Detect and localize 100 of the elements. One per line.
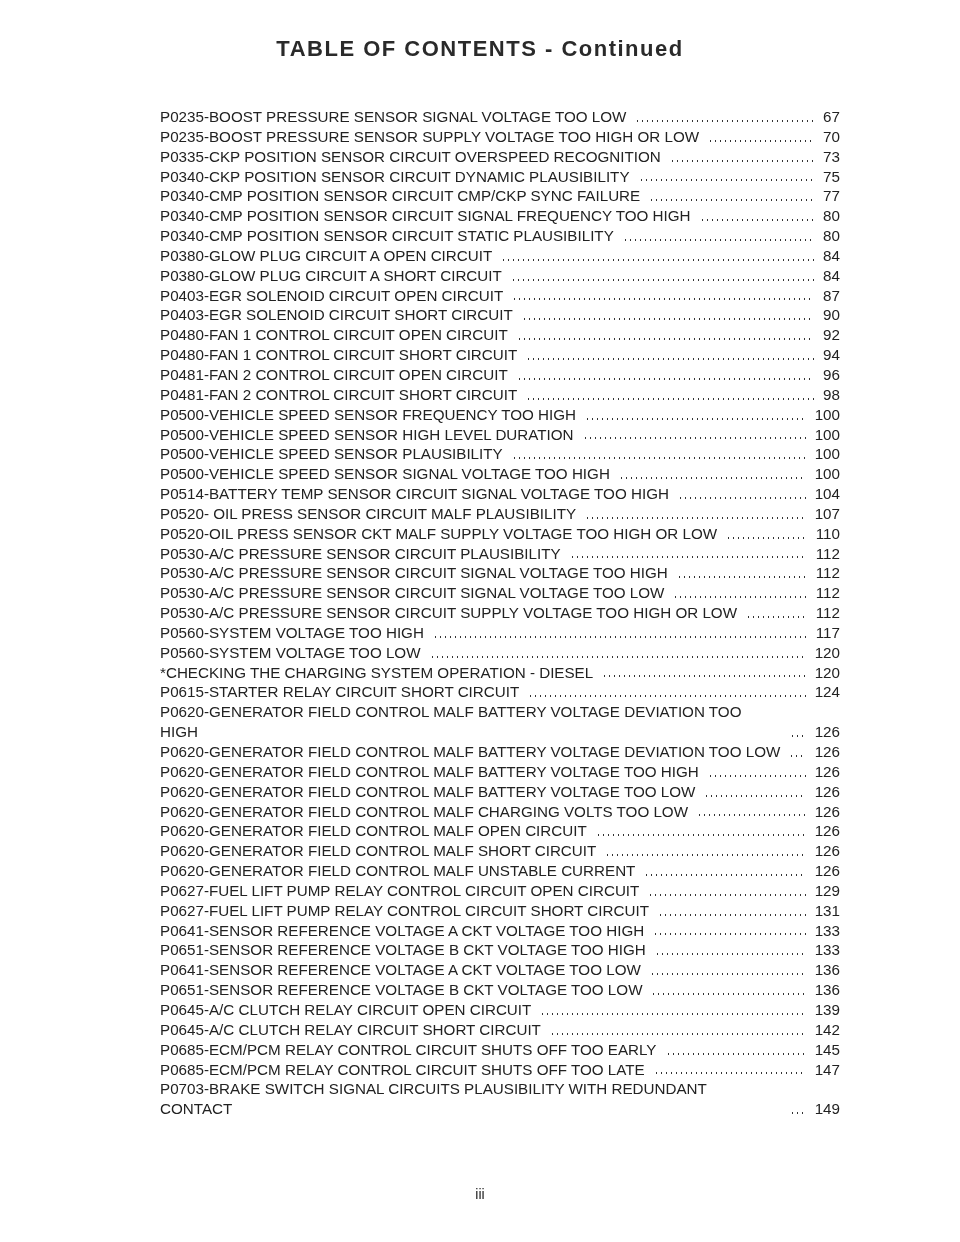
entry-title: P0235-BOOST PRESSURE SENSOR SUPPLY VOLTAGE TOO HIGH OR LOW: [160, 126, 700, 147]
page-number: 67: [823, 107, 840, 127]
entry-title: P0615-STARTER RELAY CIRCUIT SHORT CIRCUIT: [160, 682, 520, 703]
page-footer-number: iii: [475, 1186, 485, 1202]
page-number: 126: [814, 861, 840, 881]
entry-title: P0403-EGR SOLENOID CIRCUIT OPEN CIRCUIT: [160, 285, 504, 306]
page-number: 136: [814, 960, 840, 981]
entry-title: P0530-A/C PRESSURE SENSOR CIRCUIT PLAUSIBILITY: [160, 543, 561, 564]
page-number: 94: [823, 345, 840, 365]
entry-title: P0340-CKP POSITION SENSOR CIRCUIT DYNAMIC PLAUSIBILITY: [160, 166, 630, 187]
page-number: 126: [814, 841, 840, 862]
page-number: 117: [815, 622, 840, 643]
page-number: 96: [823, 364, 840, 385]
entry-title: P0620-GENERATOR FIELD CONTROL MALF UNSTABLE CURRENT: [160, 861, 636, 881]
page-number: 133: [814, 940, 840, 961]
page-number: 100: [814, 464, 840, 485]
page-number: 92: [823, 325, 840, 346]
entry-title: P0645-A/C CLUTCH RELAY CIRCUIT SHORT CIRCUIT: [160, 1019, 541, 1040]
entry-title: P0620-GENERATOR FIELD CONTROL MALF BATTERY VOLTAGE TOO HIGH: [160, 761, 699, 782]
page-number: 139: [814, 999, 840, 1020]
page-number: 77: [823, 186, 840, 207]
page-heading: TABLE OF CONTENTS - Continued: [275, 36, 685, 62]
entry-title: P0560-SYSTEM VOLTAGE TOO HIGH: [160, 622, 424, 643]
page-number: 80: [823, 226, 840, 246]
entry-title: P0620-GENERATOR FIELD CONTROL MALF CHARGING VOLTS TOO LOW: [160, 801, 688, 822]
page-number: 100: [814, 424, 840, 445]
page-number: 75: [823, 166, 840, 187]
page-number: 131: [814, 900, 840, 921]
entry-title: P0641-SENSOR REFERENCE VOLTAGE A CKT VOLTAGE TOO LOW: [160, 960, 641, 981]
entry-title: P0641-SENSOR REFERENCE VOLTAGE A CKT VOLTAGE TOO HIGH: [160, 920, 645, 941]
entry-title: P0335-CKP POSITION SENSOR CIRCUIT OVERSPEED RECOGNITION: [160, 146, 661, 167]
entry-title: P0620-GENERATOR FIELD CONTROL MALF BATTERY VOLTAGE DEVIATION TOO HIGH: [160, 702, 743, 742]
entry-title: P0500-VEHICLE SPEED SENSOR SIGNAL VOLTAGE TOO HIGH: [160, 464, 610, 485]
entry-title: P0480-FAN 1 CONTROL CIRCUIT SHORT CIRCUIT: [160, 345, 518, 365]
page-number: 110: [815, 523, 840, 544]
entry-title: P0645-A/C CLUTCH RELAY CIRCUIT OPEN CIRCUIT: [160, 999, 532, 1020]
page-number: 126: [814, 781, 840, 802]
page-number: 104: [814, 484, 840, 504]
page-number: 126: [814, 821, 840, 842]
entry-title: P0620-GENERATOR FIELD CONTROL MALF BATTERY VOLTAGE DEVIATION TOO LOW: [160, 742, 781, 762]
page-number: 126: [814, 801, 840, 822]
entry-title: P0480-FAN 1 CONTROL CIRCUIT OPEN CIRCUIT: [160, 325, 508, 346]
page-number: 112: [815, 543, 840, 564]
page-number: 84: [823, 265, 840, 286]
entry-title: *CHECKING THE CHARGING SYSTEM OPERATION - DIESEL: [160, 662, 594, 683]
entry-title: P0481-FAN 2 CONTROL CIRCUIT OPEN CIRCUIT: [160, 364, 508, 385]
page-number: 129: [814, 880, 840, 901]
entry-title: P0514-BATTERY TEMP SENSOR CIRCUIT SIGNAL VOLTAGE TOO HIGH: [160, 484, 669, 504]
page-number: 73: [823, 146, 840, 167]
page-number: 145: [814, 1039, 840, 1060]
entry-title: P0620-GENERATOR FIELD CONTROL MALF SHORT CIRCUIT: [160, 841, 597, 862]
entry-title: P0340-CMP POSITION SENSOR CIRCUIT CMP/CKP SYNC FAILURE: [160, 186, 641, 207]
entry-title: P0340-CMP POSITION SENSOR CIRCUIT SIGNAL FREQUENCY TOO HIGH: [160, 206, 691, 227]
page-number: 124: [814, 682, 840, 703]
entry-title: P0520-OIL PRESS SENSOR CKT MALF SUPPLY VOLTAGE TOO HIGH OR LOW: [160, 523, 718, 544]
page-number: 126: [814, 742, 840, 762]
page-number: 133: [814, 920, 840, 941]
page-number: 126: [814, 722, 840, 742]
entry-title: P0627-FUEL LIFT PUMP RELAY CONTROL CIRCUIT OPEN CIRCUIT: [160, 880, 640, 901]
entry-title: P0235-BOOST PRESSURE SENSOR SIGNAL VOLTAGE TOO LOW: [160, 107, 627, 127]
entry-title: P0380-GLOW PLUG CIRCUIT A OPEN CIRCUIT: [160, 245, 493, 266]
page-number: 100: [814, 444, 840, 465]
page-number: 70: [823, 126, 840, 147]
page-number: 112: [815, 583, 840, 604]
page-number: 87: [823, 285, 840, 306]
entry-title: P0380-GLOW PLUG CIRCUIT A SHORT CIRCUIT: [160, 265, 502, 286]
page-number: 112: [815, 603, 840, 623]
entry-title: P0500-VEHICLE SPEED SENSOR PLAUSIBILITY: [160, 444, 503, 465]
page-number: 147: [814, 1059, 840, 1080]
page-number: 120: [814, 642, 840, 663]
entry-title: P0530-A/C PRESSURE SENSOR CIRCUIT SUPPLY VOLTAGE TOO HIGH OR LOW: [160, 603, 737, 623]
page-number: 136: [814, 980, 840, 1000]
entry-title: P0685-ECM/PCM RELAY CONTROL CIRCUIT SHUTS OFF TOO EARLY: [160, 1039, 657, 1060]
page-number: 149: [814, 1099, 840, 1120]
page-number: 126: [814, 761, 840, 782]
page-number: 80: [823, 206, 840, 227]
page-number: 120: [814, 662, 840, 683]
page-number: 112: [815, 563, 840, 584]
entry-title: P0627-FUEL LIFT PUMP RELAY CONTROL CIRCUIT SHORT CIRCUIT: [160, 900, 649, 921]
page-number: 100: [814, 404, 840, 425]
entry-title: P0530-A/C PRESSURE SENSOR CIRCUIT SIGNAL VOLTAGE TOO HIGH: [160, 563, 668, 584]
entry-title: P0620-GENERATOR FIELD CONTROL MALF BATTERY VOLTAGE TOO LOW: [160, 781, 696, 802]
entry-title: P0620-GENERATOR FIELD CONTROL MALF OPEN CIRCUIT: [160, 821, 587, 842]
entry-title: P0651-SENSOR REFERENCE VOLTAGE B CKT VOLTAGE TOO HIGH: [160, 940, 646, 961]
page-number: 84: [823, 245, 840, 266]
page-number: 142: [814, 1019, 840, 1040]
entry-title: P0520- OIL PRESS SENSOR CIRCUIT MALF PLAUSIBILITY: [160, 503, 577, 524]
entry-title: P0651-SENSOR REFERENCE VOLTAGE B CKT VOLTAGE TOO LOW: [160, 980, 643, 1000]
entry-title: P0685-ECM/PCM RELAY CONTROL CIRCUIT SHUTS OFF TOO LATE: [160, 1059, 645, 1080]
entry-title: P0481-FAN 2 CONTROL CIRCUIT SHORT CIRCUIT: [160, 384, 518, 405]
entry-title: P0500-VEHICLE SPEED SENSOR HIGH LEVEL DURATION: [160, 424, 574, 445]
entry-title: P0703-BRAKE SWITCH SIGNAL CIRCUITS PLAUSIBILITY WITH REDUNDANT CONTACT: [160, 1079, 708, 1120]
entry-title: P0340-CMP POSITION SENSOR CIRCUIT STATIC PLAUSIBILITY: [160, 226, 614, 246]
entry-title: P0560-SYSTEM VOLTAGE TOO LOW: [160, 642, 421, 663]
entry-title: P0403-EGR SOLENOID CIRCUIT SHORT CIRCUIT: [160, 305, 513, 326]
entry-title: P0500-VEHICLE SPEED SENSOR FREQUENCY TOO HIGH: [160, 404, 577, 425]
page-number: 98: [823, 384, 840, 405]
page-number: 107: [814, 503, 840, 524]
page-number: 90: [823, 305, 840, 326]
entry-title: P0530-A/C PRESSURE SENSOR CIRCUIT SIGNAL VOLTAGE TOO LOW: [160, 583, 665, 604]
